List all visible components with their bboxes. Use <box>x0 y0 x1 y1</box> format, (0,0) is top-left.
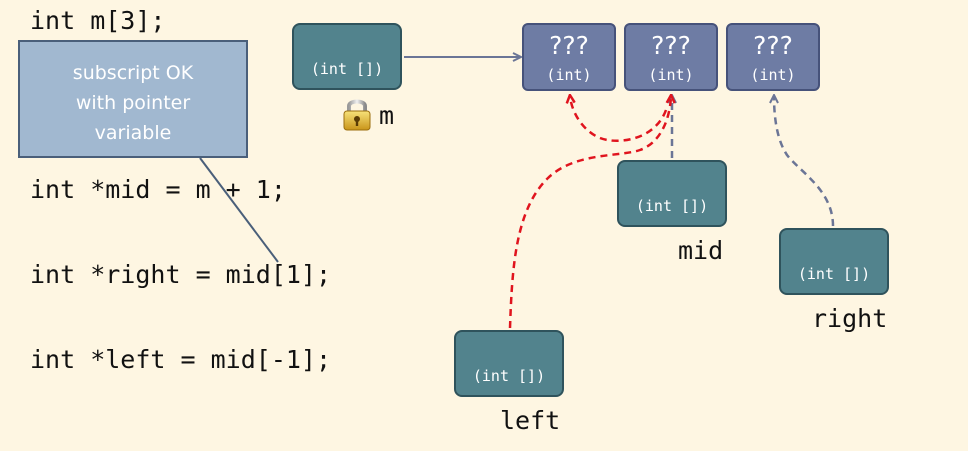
array-cell-2-value: ??? <box>753 31 793 60</box>
mid-minus-one-arc <box>570 96 668 142</box>
array-cell-2: ??? (int) <box>726 23 820 91</box>
m-pointer-box: (int []) <box>292 23 402 90</box>
padlock-icon <box>343 99 371 131</box>
mid-label: mid <box>678 236 724 265</box>
m-pointer-type: (int []) <box>310 60 384 78</box>
right-label: right <box>812 304 888 333</box>
callout-note: subscript OK with pointer variable <box>18 40 248 158</box>
array-cell-1: ??? (int) <box>624 23 718 91</box>
array-cell-1-type: (int) <box>648 66 694 84</box>
left-label: left <box>500 406 561 435</box>
right-pointer-box: (int []) <box>779 228 889 295</box>
array-cell-1-value: ??? <box>651 31 691 60</box>
callout-line-1: subscript OK <box>72 62 194 84</box>
array-cell-0-type: (int) <box>546 66 592 84</box>
m-label: m <box>379 101 395 130</box>
callout-line-2: with pointer <box>75 92 191 114</box>
code-line-array-decl: int m[3]; <box>30 6 166 35</box>
mid-pointer-type: (int []) <box>635 197 709 215</box>
right-pointer-arrow <box>774 96 835 227</box>
right-pointer-type: (int []) <box>797 265 871 283</box>
array-cell-0: ??? (int) <box>522 23 616 91</box>
mid-pointer-box: (int []) <box>617 160 727 227</box>
callout-line-3: variable <box>94 122 172 144</box>
code-line-left-decl: int *left = mid[-1]; <box>30 345 332 374</box>
callout-leader-line <box>199 157 279 263</box>
left-pointer-arrow <box>508 96 671 329</box>
left-pointer-type: (int []) <box>472 367 546 385</box>
code-line-right-decl: int *right = mid[1]; <box>30 260 332 289</box>
left-pointer-box: (int []) <box>454 330 564 397</box>
array-cell-0-value: ??? <box>549 31 589 60</box>
array-cell-2-type: (int) <box>750 66 796 84</box>
